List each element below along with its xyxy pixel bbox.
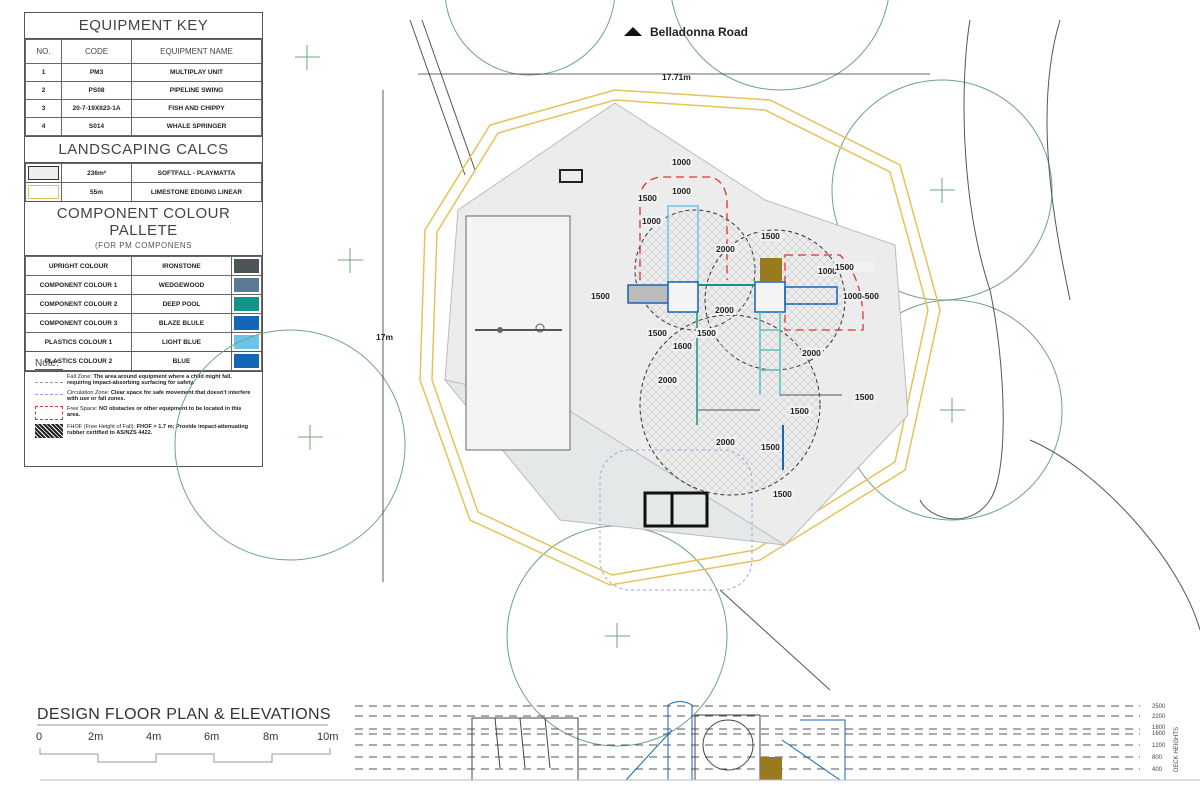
tree-canopy: [445, 0, 615, 76]
tree-canopy: [671, 0, 889, 91]
deck-height-label: 2500: [1152, 704, 1166, 710]
col-header: CODE: [61, 39, 132, 64]
limestone-edging: [419, 89, 941, 586]
note-label: FHOF (Free Height of Fall):: [67, 424, 136, 430]
note-free-space: Free Space: NO obstacles or other equipm…: [35, 406, 252, 420]
road-label: Belladonna Road: [650, 25, 748, 39]
dimension-label: 2000: [658, 375, 677, 385]
note-fhof: FHOF (Free Height of Fall): FHOF > 1.7 m…: [35, 424, 252, 438]
pipeline-swing: [465, 215, 571, 451]
north-arrow-icon: [624, 27, 642, 36]
tree-canopy: [174, 329, 406, 561]
deck-heights-label: DECK HEIGHTS: [1174, 727, 1180, 772]
circulation-zone-line-icon: [35, 394, 63, 395]
free-space-box-icon: [35, 406, 63, 420]
road-edges: [409, 19, 1200, 691]
dimension-label: 2000: [715, 305, 734, 315]
dimension-label: 1000: [642, 216, 661, 226]
dimension-label: 1000-500: [843, 291, 879, 301]
dimension-label: 1500: [761, 442, 780, 452]
note-panel: Note: Fall Zone: The area around equipme…: [24, 351, 263, 467]
dimension-label: 1500: [790, 406, 809, 416]
palette-subtitle: (FOR PM COMPONENS: [95, 241, 192, 250]
dimension-label: 1500: [835, 262, 854, 272]
width-dimension: 17.71m: [662, 72, 691, 82]
landscaping-title: LANDSCAPING CALCS: [25, 137, 262, 163]
dimension-label: 1500: [697, 328, 716, 338]
dimension-label: 1500: [638, 193, 657, 203]
equipment-key-title: EQUIPMENT KEY: [25, 13, 262, 39]
dimension-label: 2000: [716, 244, 735, 254]
edging-swatch: [25, 182, 62, 202]
note-circulation-zone: Circulation Zone: Clear space for safe m…: [35, 390, 252, 402]
note-title: Note:: [35, 358, 63, 370]
dimension-label: 1500: [591, 291, 610, 301]
deck-height-label: 1200: [1152, 743, 1166, 749]
dimension-label: 1000: [672, 157, 691, 167]
palette-title-block: COMPONENT COLOUR PALLETE (FOR PM COMPONE…: [25, 202, 262, 256]
deck-height-label: 400: [1152, 767, 1163, 773]
dimension-label: 2000: [802, 348, 821, 358]
deck-height-label: 1800: [1152, 725, 1166, 731]
dimension-label: 1500: [773, 489, 792, 499]
dimension-label: 1500: [855, 392, 874, 402]
dimension-label: 1000: [818, 266, 837, 276]
note-text: Clear space for safe movement that doesn…: [67, 390, 251, 402]
drawing-title: DESIGN FLOOR PLAN & ELEVATIONS: [37, 706, 331, 723]
cell: 4: [25, 117, 62, 136]
colour-swatch: [231, 351, 262, 371]
note-label: Free Space:: [67, 406, 98, 412]
note-label: Circulation Zone:: [67, 390, 110, 396]
scale-label: 8m: [263, 731, 279, 743]
scale-label: 10m: [317, 731, 339, 743]
fall-zone-line-icon: [35, 382, 63, 383]
fish-and-chippy: [643, 491, 709, 528]
fhof-hatch-icon: [35, 424, 63, 438]
dimension-label: 2000: [716, 437, 735, 447]
note-text: The area around equipment where a child …: [67, 374, 232, 386]
cell: WHALE SPRINGER: [131, 117, 262, 136]
deck-height-label: 1600: [1152, 731, 1166, 737]
scale-bar: [39, 748, 331, 763]
colour-swatch: [231, 294, 262, 314]
scale-label: 2m: [88, 731, 104, 743]
scale-label: 6m: [204, 731, 220, 743]
whale-springer: [559, 169, 583, 183]
dimension-label: 1500: [761, 231, 780, 241]
softfall-swatch: [25, 163, 62, 183]
overall-dimensions: [382, 73, 930, 582]
dimension-label: 1500: [648, 328, 667, 338]
height-dimension: 17m: [376, 332, 393, 342]
colour-swatch: [231, 275, 262, 295]
scale-label: 4m: [146, 731, 162, 743]
note-label: Fall Zone:: [67, 374, 92, 380]
elevation-drawings: [471, 701, 846, 781]
palette-title: COMPONENT COLOUR PALLETE: [56, 205, 231, 239]
note-fall-zone: Fall Zone: The area around equipment whe…: [35, 374, 252, 386]
dimension-label: 1600: [673, 341, 692, 351]
note-text: FHOF > 1.7 m; Provide impact-attenuating…: [67, 424, 249, 436]
deck-height-label: 800: [1152, 755, 1163, 761]
colour-swatch: [231, 313, 262, 333]
deck-height-label: 2200: [1152, 714, 1166, 720]
col-header: NO.: [25, 39, 62, 64]
scale-label: 0: [36, 731, 43, 743]
note-text: NO obstacles or other equipment to be lo…: [67, 406, 242, 418]
cell: LIMESTONE EDGING LINEAR: [131, 182, 262, 202]
dimension-label: 1000: [672, 186, 691, 196]
